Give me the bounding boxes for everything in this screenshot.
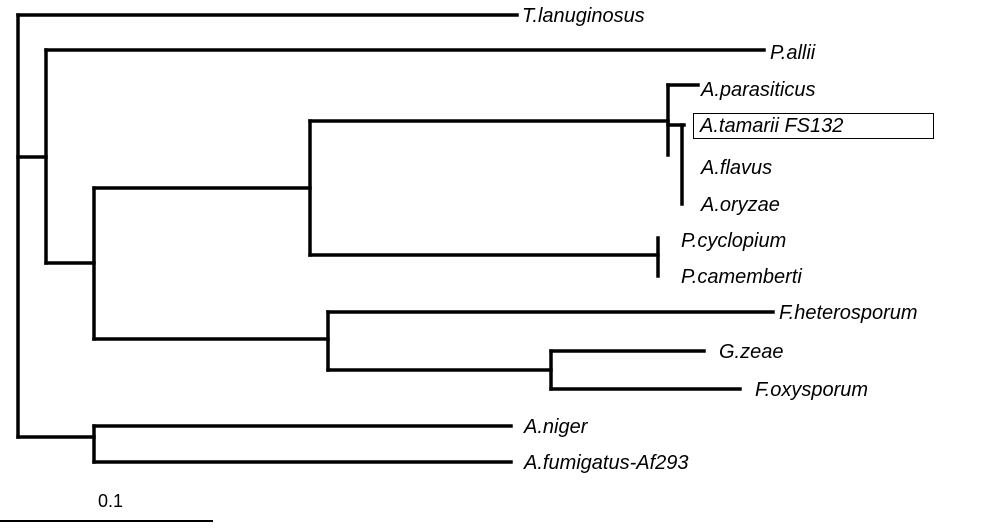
taxon-label-f-heterosporum: F.heterosporum: [779, 302, 918, 324]
taxon-label-p-cyclopium: P.cyclopium: [681, 230, 787, 252]
taxon-label-a-niger: A.niger: [524, 416, 588, 438]
taxon-label-a-flavus: A.flavus: [701, 157, 773, 179]
taxon-label-p-allii: P.allii: [770, 42, 816, 64]
taxon-label-t-lanuginosus: T.lanuginosus: [522, 5, 645, 27]
taxon-label-a-fumigatus-af293: A.fumigatus-Af293: [524, 452, 689, 474]
taxon-label-f-oxysporum: F.oxysporum: [755, 379, 869, 401]
taxon-label-a-oryzae: A.oryzae: [701, 194, 780, 216]
scale-bar-label: 0.1: [98, 491, 124, 511]
taxon-label-p-camemberti: P.camemberti: [681, 266, 802, 288]
taxon-label-a-parasiticus: A.parasiticus: [701, 79, 816, 101]
taxon-label-a-tamarii-fs132: A.tamarii FS132: [693, 113, 934, 139]
taxon-label-g-zeae: G.zeae: [719, 341, 784, 363]
